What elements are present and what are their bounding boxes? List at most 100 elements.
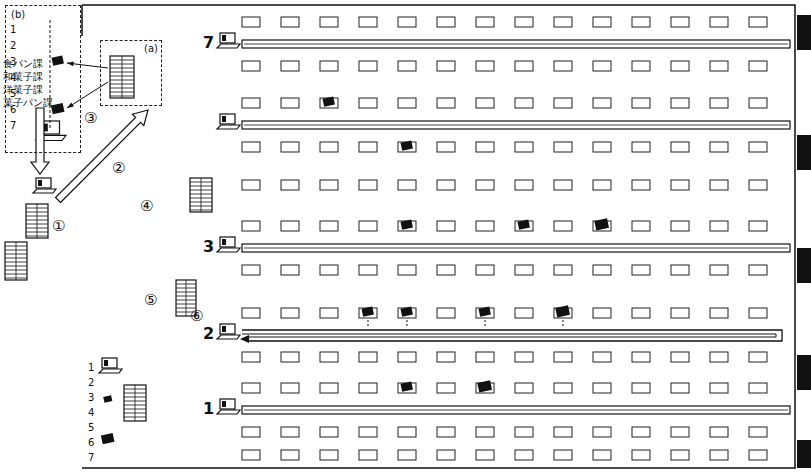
- shelf-slot: [515, 180, 533, 190]
- stack-line: [16, 242, 17, 280]
- shelf-slot: [593, 308, 611, 318]
- shelf-slot: [515, 17, 533, 27]
- shelf-slot: [320, 352, 338, 362]
- shelf-slot: [554, 98, 572, 108]
- rack-line: [50, 20, 51, 128]
- slot-number: 1: [10, 24, 16, 35]
- shelf-slot: [593, 17, 611, 27]
- shelf-slot: [710, 450, 728, 460]
- goods-item: [322, 96, 334, 106]
- shelf-slot: [515, 352, 533, 362]
- shelf-slot: [671, 17, 689, 27]
- flow-arrow: [56, 110, 149, 203]
- shelf-slot: [359, 180, 377, 190]
- shelf-slot: [632, 142, 650, 152]
- shelf-slot: [554, 61, 572, 71]
- stack-line: [135, 385, 136, 421]
- shelf-slot: [281, 265, 299, 275]
- callout-number: ②: [112, 160, 125, 177]
- conveyor-lane: [242, 121, 790, 129]
- shelf-slot: [671, 383, 689, 393]
- shelf-slot: [671, 427, 689, 437]
- computer-monitor: [220, 237, 235, 247]
- flow-arrow: [31, 108, 49, 174]
- shelf-slot: [437, 180, 455, 190]
- dispatch-arrow: [67, 82, 108, 108]
- goods-item: [594, 218, 609, 230]
- panel-label: (b): [11, 9, 25, 20]
- shelf-slot: [593, 450, 611, 460]
- shelf-slot: [398, 265, 416, 275]
- slot-number: 6: [10, 104, 16, 115]
- shelf-slot: [437, 265, 455, 275]
- goods-item: [477, 380, 492, 392]
- computer-monitor: [102, 358, 117, 368]
- shelf-slot: [671, 352, 689, 362]
- shelf-slot: [749, 180, 767, 190]
- shelf-slot: [281, 427, 299, 437]
- goods-item: [101, 433, 115, 444]
- computer-screen: [222, 239, 226, 245]
- slot-number: 7: [10, 120, 16, 131]
- computer-monitor: [220, 324, 235, 334]
- stack-line: [201, 178, 202, 212]
- shelf-slot: [593, 427, 611, 437]
- shelf-slot: [242, 142, 260, 152]
- shelf-slot: [710, 180, 728, 190]
- computer-screen: [222, 326, 226, 332]
- shelf-slot: [632, 383, 650, 393]
- shelf-slot: [554, 383, 572, 393]
- conveyor-lane: [242, 40, 790, 48]
- shelf-slot: [281, 383, 299, 393]
- computer-keyboard: [217, 335, 240, 339]
- shelf-slot: [632, 265, 650, 275]
- callout-number: ⑤: [144, 292, 157, 309]
- shelf-slot: [437, 383, 455, 393]
- shelf-slot: [281, 98, 299, 108]
- callout-number: ①: [52, 218, 65, 235]
- shelf-slot: [476, 221, 494, 231]
- shelf-slot: [359, 142, 377, 152]
- computer-screen: [222, 35, 226, 41]
- shelf-slot: [320, 427, 338, 437]
- shelf-slot: [437, 450, 455, 460]
- shelf-slot: [242, 17, 260, 27]
- shelf-slot: [320, 308, 338, 318]
- edge-tab: [797, 135, 811, 170]
- shelf-slot: [437, 427, 455, 437]
- shelf-slot: [632, 450, 650, 460]
- shelf-slot: [242, 221, 260, 231]
- shelf-slot: [749, 61, 767, 71]
- shelf-slot: [437, 17, 455, 27]
- shelf-slot: [476, 98, 494, 108]
- document-stack: [5, 242, 27, 280]
- shelf-slot: [398, 98, 416, 108]
- slot-number: 7: [88, 452, 94, 463]
- shelf-slot: [437, 221, 455, 231]
- shelf-slot: [671, 450, 689, 460]
- department-name: 和菓子課: [3, 71, 43, 82]
- shelf-slot: [671, 142, 689, 152]
- shelf-slot: [281, 352, 299, 362]
- shelf-slot: [671, 180, 689, 190]
- goods-item: [400, 306, 412, 316]
- shelf-slot: [554, 450, 572, 460]
- shelf-slot: [359, 221, 377, 231]
- shelf-slot: [515, 265, 533, 275]
- goods-item: [51, 55, 63, 65]
- shelf-slot: [476, 352, 494, 362]
- shelf-slot: [632, 180, 650, 190]
- goods-item: [400, 381, 412, 391]
- shelf-slot: [320, 61, 338, 71]
- shelf-slot: [749, 221, 767, 231]
- shelf-slot: [554, 265, 572, 275]
- shelf-slot: [671, 61, 689, 71]
- shelf-slot: [515, 308, 533, 318]
- goods-item: [103, 395, 112, 403]
- shelf-slot: [671, 308, 689, 318]
- shelf-slot: [749, 352, 767, 362]
- shelf-slot: [476, 180, 494, 190]
- shelf-slot: [554, 221, 572, 231]
- shelf-slot: [359, 450, 377, 460]
- edge-tab: [797, 440, 811, 468]
